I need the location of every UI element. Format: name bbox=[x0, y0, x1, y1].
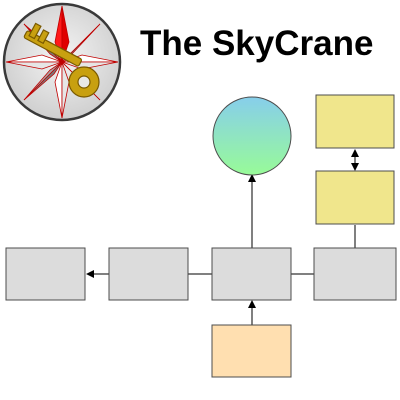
orange-box bbox=[211, 324, 292, 378]
gray-box-3 bbox=[211, 247, 292, 301]
compass-star-key-logo bbox=[2, 2, 122, 122]
yellow-box-lower bbox=[315, 170, 395, 225]
yellow-box-upper bbox=[315, 94, 395, 149]
gray-box-1 bbox=[5, 247, 86, 301]
gray-box-4 bbox=[313, 247, 397, 301]
gray-box-2 bbox=[108, 247, 189, 301]
page-title: The SkyCrane bbox=[140, 24, 374, 63]
key-icon bbox=[23, 22, 100, 98]
green-circle bbox=[212, 96, 292, 176]
